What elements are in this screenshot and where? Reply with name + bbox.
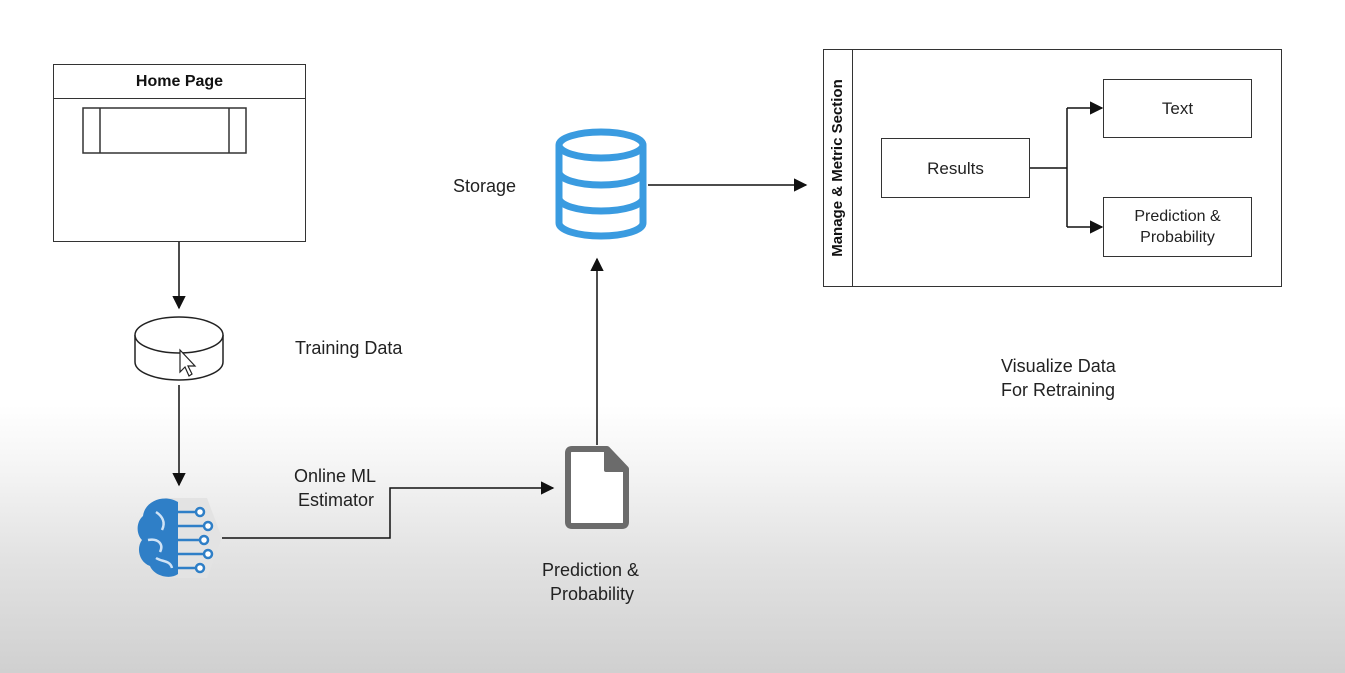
home-page-title: Home Page xyxy=(54,65,305,99)
prediction-box-line2: Probability xyxy=(1140,229,1215,246)
storage-label: Storage xyxy=(453,176,517,196)
estimator-label-line2: Estimator xyxy=(298,490,375,510)
results-box: Results xyxy=(881,138,1030,198)
prediction-probability-box: Prediction & Probability xyxy=(1103,197,1252,257)
section-title: Manage & Metric Section xyxy=(829,79,846,257)
brain-network-icon xyxy=(137,498,222,578)
mouse-cursor-icon xyxy=(179,348,197,377)
output-label-line2: Probability xyxy=(550,584,635,604)
database-icon xyxy=(555,128,647,240)
output-label-line1: Prediction & xyxy=(542,560,640,580)
estimator-label-line1: Online ML xyxy=(294,466,377,486)
visualize-label-line1: Visualize Data xyxy=(1001,356,1116,376)
section-title-bar xyxy=(824,50,853,286)
visualize-label-line2: For Retraining xyxy=(1001,380,1116,400)
manage-metric-section xyxy=(823,49,1282,287)
training-data-label: Training Data xyxy=(295,338,403,358)
document-icon xyxy=(565,446,629,529)
prediction-box-line1: Prediction & xyxy=(1134,208,1221,225)
arrow-estimator-to-file xyxy=(222,481,555,539)
home-page-window: Home Page xyxy=(53,64,306,242)
database-disk-icon xyxy=(134,316,224,381)
text-box: Text xyxy=(1103,79,1252,138)
